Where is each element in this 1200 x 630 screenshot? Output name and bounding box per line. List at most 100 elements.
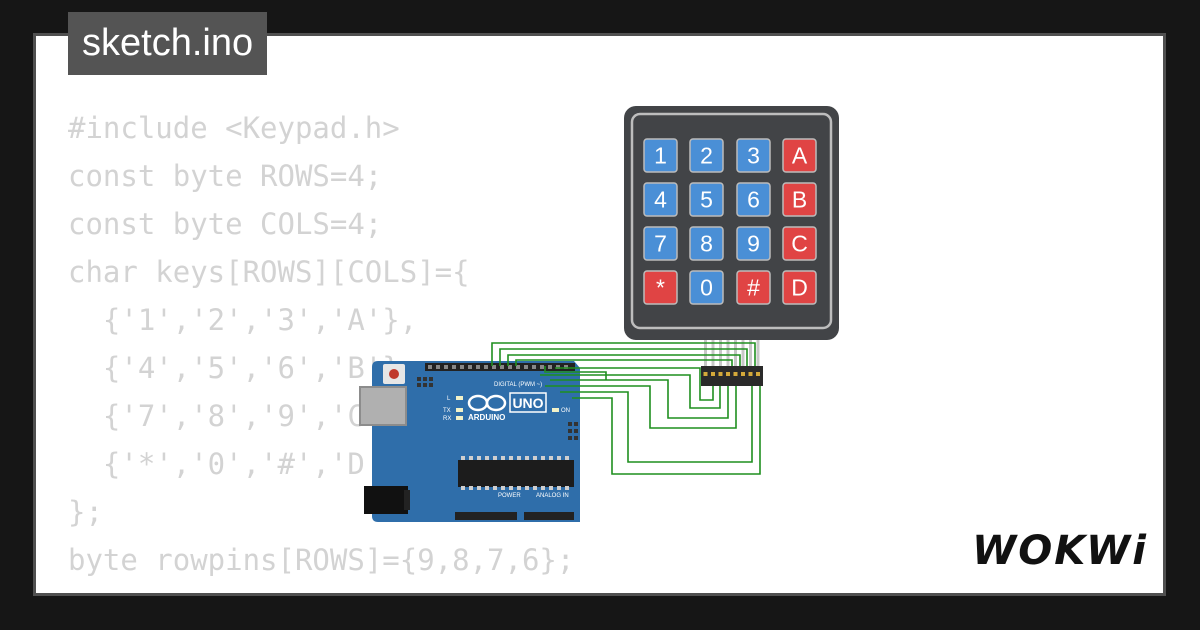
arduino-uno-board[interactable]: UNO ARDUINO DIGITAL (PWM ~) POWER ANALOG… <box>359 361 580 522</box>
wire <box>560 386 753 463</box>
wire <box>499 348 748 366</box>
power-label: POWER <box>498 493 521 499</box>
keypad-key-face <box>643 226 678 261</box>
wire <box>544 366 607 380</box>
keypad-key-label: 4 <box>654 187 667 213</box>
keypad[interactable]: 1 2 3 A 4 5 6 B 7 8 9 C * 0 # D <box>624 106 839 340</box>
keypad-header-block <box>701 366 763 386</box>
code-line: {'1','2','3','A'}, <box>68 303 418 337</box>
code-line: char keys[ROWS][COLS]={ <box>68 255 470 289</box>
keypad-key-7[interactable]: 7 <box>643 226 678 261</box>
wokwi-logo: WOKWi <box>972 528 1148 574</box>
keypad-key-a[interactable]: A <box>782 138 817 173</box>
keypad-key-hash[interactable]: # <box>736 270 771 305</box>
analog-header <box>524 512 574 520</box>
power-jack <box>364 486 408 514</box>
arduino-brand-label: ARDUINO <box>468 413 505 422</box>
wire <box>540 374 721 409</box>
keypad-key-8[interactable]: 8 <box>689 226 724 261</box>
code-line: {'*','0','#','D'} <box>68 447 400 481</box>
keypad-key-label: 7 <box>654 231 667 257</box>
keypad-key-face <box>689 226 724 261</box>
header-pin <box>726 340 730 367</box>
keypad-key-face <box>736 182 771 217</box>
keypad-key-d[interactable]: D <box>782 270 817 305</box>
keypad-key-face <box>736 270 771 305</box>
wire <box>515 359 733 366</box>
keypad-key-0[interactable]: 0 <box>689 270 724 305</box>
keypad-key-label: 1 <box>654 143 667 169</box>
keypad-key-b[interactable]: B <box>782 182 817 217</box>
keypad-key-star[interactable]: * <box>643 270 678 305</box>
keypad-key-label: D <box>791 275 808 301</box>
wire <box>545 385 737 429</box>
power-header <box>455 512 517 520</box>
header-pin <box>749 340 752 367</box>
code-line: byte rowpins[ROWS]={9,8,7,6}; <box>68 543 575 577</box>
tx-label: TX <box>443 408 451 414</box>
keypad-key-4[interactable]: 4 <box>643 182 678 217</box>
keypad-key-label: 2 <box>700 143 713 169</box>
keypad-key-5[interactable]: 5 <box>689 182 724 217</box>
keypad-key-face <box>643 182 678 217</box>
keypad-key-face <box>782 270 817 305</box>
code-line: #include <Keypad.h> <box>68 111 400 145</box>
filename-tab[interactable]: sketch.ino <box>68 12 268 75</box>
code-line: const byte ROWS=4; <box>68 159 383 193</box>
keypad-key-face <box>643 270 678 305</box>
led-tx <box>456 408 463 412</box>
keypad-key-label: 5 <box>700 187 713 213</box>
keypad-key-face <box>643 138 678 173</box>
keypad-key-face <box>689 182 724 217</box>
keypad-key-label: 0 <box>700 275 713 301</box>
keypad-key-label: C <box>791 231 808 257</box>
keypad-key-label: 6 <box>747 187 760 213</box>
keypad-key-label: * <box>656 275 665 301</box>
header-pin <box>704 340 707 367</box>
wire <box>507 354 741 366</box>
preview-card: #include <Keypad.h>const byte ROWS=4;con… <box>33 33 1166 596</box>
keypad-key-label: 3 <box>747 143 760 169</box>
uno-label: UNO <box>512 395 543 411</box>
keypad-key-face <box>689 138 724 173</box>
keypad-key-face <box>689 270 724 305</box>
wires <box>491 342 761 475</box>
keypad-key-label: # <box>747 275 760 301</box>
arduino-logo-icon <box>467 394 507 412</box>
keypad-key-9[interactable]: 9 <box>736 226 771 261</box>
keypad-key-face <box>782 226 817 261</box>
wire <box>550 379 729 419</box>
header-pin <box>719 340 722 367</box>
reset-button-cap[interactable] <box>389 369 399 379</box>
header-pin <box>741 340 745 367</box>
keypad-key-2[interactable]: 2 <box>689 138 724 173</box>
header-pin <box>711 340 715 367</box>
keypad-header <box>701 340 763 386</box>
keypad-key-face <box>736 226 771 261</box>
keypad-key-face <box>782 138 817 173</box>
led-l <box>456 396 463 400</box>
on-label: ON <box>561 408 570 414</box>
l-label: L <box>447 396 451 402</box>
header-pin <box>756 340 760 367</box>
atmega-chip <box>458 460 574 487</box>
keypad-key-face <box>782 182 817 217</box>
keypad-key-6[interactable]: 6 <box>736 182 771 217</box>
keypad-key-3[interactable]: 3 <box>736 138 771 173</box>
rx-label: RX <box>443 416 451 422</box>
led-rx <box>456 416 463 420</box>
keypad-key-1[interactable]: 1 <box>643 138 678 173</box>
digital-label: DIGITAL (PWM ~) <box>494 382 542 388</box>
analog-label: ANALOG IN <box>536 493 569 499</box>
usb-connector <box>359 386 407 426</box>
keypad-key-label: B <box>792 187 807 213</box>
code-line: }; <box>68 495 103 529</box>
code-preview: #include <Keypad.h>const byte ROWS=4;con… <box>68 104 575 593</box>
keypad-key-label: 9 <box>747 231 760 257</box>
led-on <box>552 408 559 412</box>
wire <box>555 367 714 401</box>
keypad-key-label: 8 <box>700 231 713 257</box>
keypad-key-c[interactable]: C <box>782 226 817 261</box>
keypad-inner-border <box>630 112 833 330</box>
keypad-key-label: A <box>792 143 808 169</box>
